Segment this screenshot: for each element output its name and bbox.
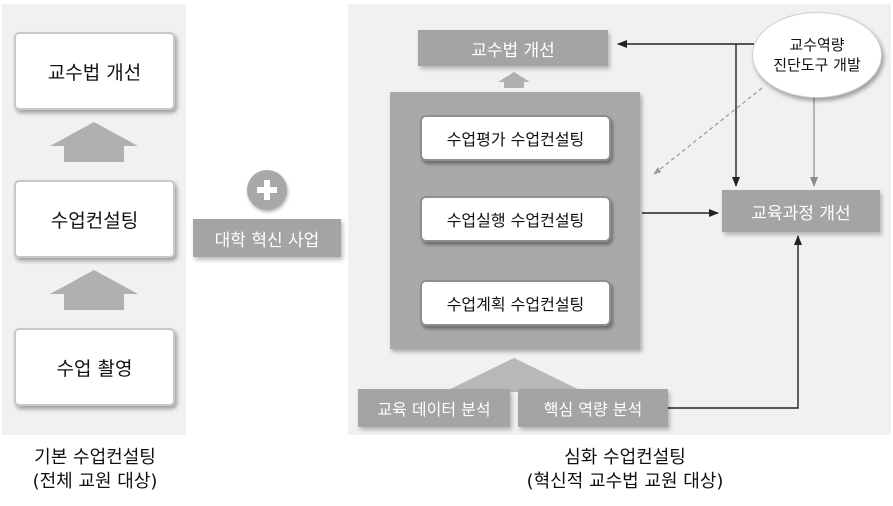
advanced-caption-title: 심화 수업컨설팅 — [564, 447, 686, 468]
tool-line-2: 진단도구 개발 — [773, 56, 861, 74]
diagnostic-tool-ellipse: 교수역량 진단도구 개발 — [752, 12, 882, 98]
advanced-caption-subtitle: (혁신적 교수법 교원 대상) — [526, 471, 724, 492]
basic-up-arrow-upper — [50, 122, 138, 162]
step-evaluation-box: 수업평가 수업컨설팅 — [420, 115, 611, 161]
curriculum-improvement-box: 교육과정 개선 — [722, 190, 880, 232]
advanced-caption: 심화 수업컨설팅 (혁신적 교수법 교원 대상) — [460, 446, 790, 494]
step-planning-box: 수업계획 수업컨설팅 — [420, 280, 611, 326]
tool-to-steps-dashed-arrow — [653, 87, 763, 175]
basic-caption: 기본 수업컨설팅 (전체 교원 대상) — [0, 446, 190, 494]
basic-up-arrow-lower — [50, 270, 138, 310]
basic-caption-title: 기본 수업컨설팅 — [34, 447, 156, 468]
core-competency-analysis-box: 핵심 역량 분석 — [518, 389, 668, 427]
step-execution-box: 수업실행 수업컨설팅 — [420, 196, 611, 242]
analysis-up-arrow — [444, 358, 584, 392]
competency-to-curriculum-arrow — [668, 235, 802, 409]
advanced-teaching-improvement-box: 교수법 개선 — [418, 30, 608, 66]
tool-line-1: 교수역량 — [789, 36, 845, 54]
basic-recording-box: 수업 촬영 — [14, 328, 175, 406]
education-data-analysis-box: 교육 데이터 분석 — [358, 389, 510, 427]
top-box-up-arrow — [498, 72, 530, 88]
university-innovation-project-box: 대학 혁신 사업 — [193, 219, 341, 257]
basic-teaching-improvement-box: 교수법 개선 — [14, 32, 175, 110]
basic-caption-subtitle: (전체 교원 대상) — [32, 471, 158, 492]
plus-circle-icon — [247, 170, 287, 210]
basic-consulting-box: 수업컨설팅 — [14, 180, 175, 258]
